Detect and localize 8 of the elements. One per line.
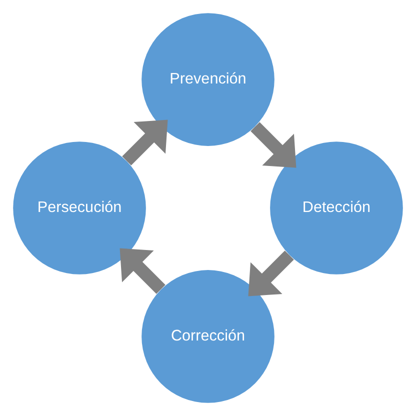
arrow [248, 250, 294, 296]
arrow [122, 120, 168, 166]
node-circle: Detección [270, 142, 403, 274]
arrow [250, 122, 296, 168]
node-circle: Persecución [13, 142, 146, 274]
node-circle: Corrección [142, 270, 274, 403]
node-circle: Prevención [142, 13, 274, 146]
arrow [120, 248, 166, 294]
